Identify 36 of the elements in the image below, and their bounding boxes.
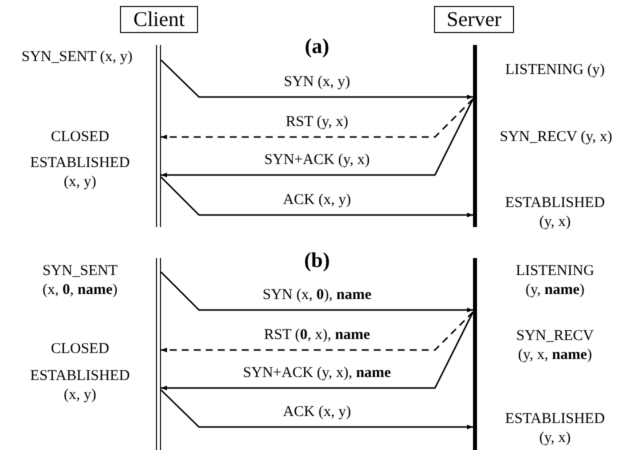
message-arrow bbox=[160, 176, 473, 218]
message-label: SYN (x, y) bbox=[284, 74, 350, 90]
message-label: SYN+ACK (y, x) bbox=[264, 152, 370, 168]
state-label: ESTABLISHED (x, y) bbox=[30, 155, 130, 190]
message-arrow bbox=[161, 312, 474, 390]
message-label: SYN (x, 0), name bbox=[262, 287, 372, 303]
state-label: SYN_RECV (y, x, name) bbox=[516, 328, 594, 363]
lifeline-header: Client bbox=[120, 6, 198, 33]
message-label: ACK (x, y) bbox=[283, 192, 351, 208]
state-label: SYN_RECV (y, x) bbox=[500, 129, 612, 145]
state-label: LISTENING (y, name) bbox=[516, 263, 594, 298]
dashed-message-arrow bbox=[161, 311, 474, 352]
state-label: CLOSED bbox=[50, 341, 110, 357]
dashed-message-arrow bbox=[161, 98, 474, 140]
state-label: ESTABLISHED (y, x) bbox=[505, 195, 605, 230]
lifeline bbox=[473, 45, 477, 227]
message-label: RST (0, x), name bbox=[264, 327, 370, 343]
message-label: RST (y, x) bbox=[286, 114, 348, 130]
message-label: ACK (x, y) bbox=[283, 404, 351, 420]
lifeline bbox=[156, 45, 161, 227]
message-arrow bbox=[160, 389, 473, 430]
state-label: SYN_SENT (x, y) bbox=[22, 49, 132, 65]
state-label: ESTABLISHED (y, x) bbox=[505, 411, 605, 446]
state-label: ESTABLISHED (x, y) bbox=[30, 368, 130, 403]
message-arrow bbox=[160, 59, 473, 100]
subfigure-label: (a) bbox=[304, 34, 330, 58]
state-label: CLOSED bbox=[50, 129, 110, 145]
subfigure-label: (b) bbox=[304, 248, 330, 272]
state-label: SYN_SENT (x, 0, name) bbox=[42, 263, 118, 298]
lifeline bbox=[473, 258, 477, 450]
lifeline bbox=[156, 258, 161, 450]
message-arrow bbox=[160, 271, 473, 312]
message-label: SYN+ACK (y, x), name bbox=[243, 365, 391, 381]
state-label: LISTENING (y) bbox=[505, 62, 605, 78]
lifeline-header: Server bbox=[434, 6, 514, 33]
message-arrow bbox=[161, 98, 474, 178]
